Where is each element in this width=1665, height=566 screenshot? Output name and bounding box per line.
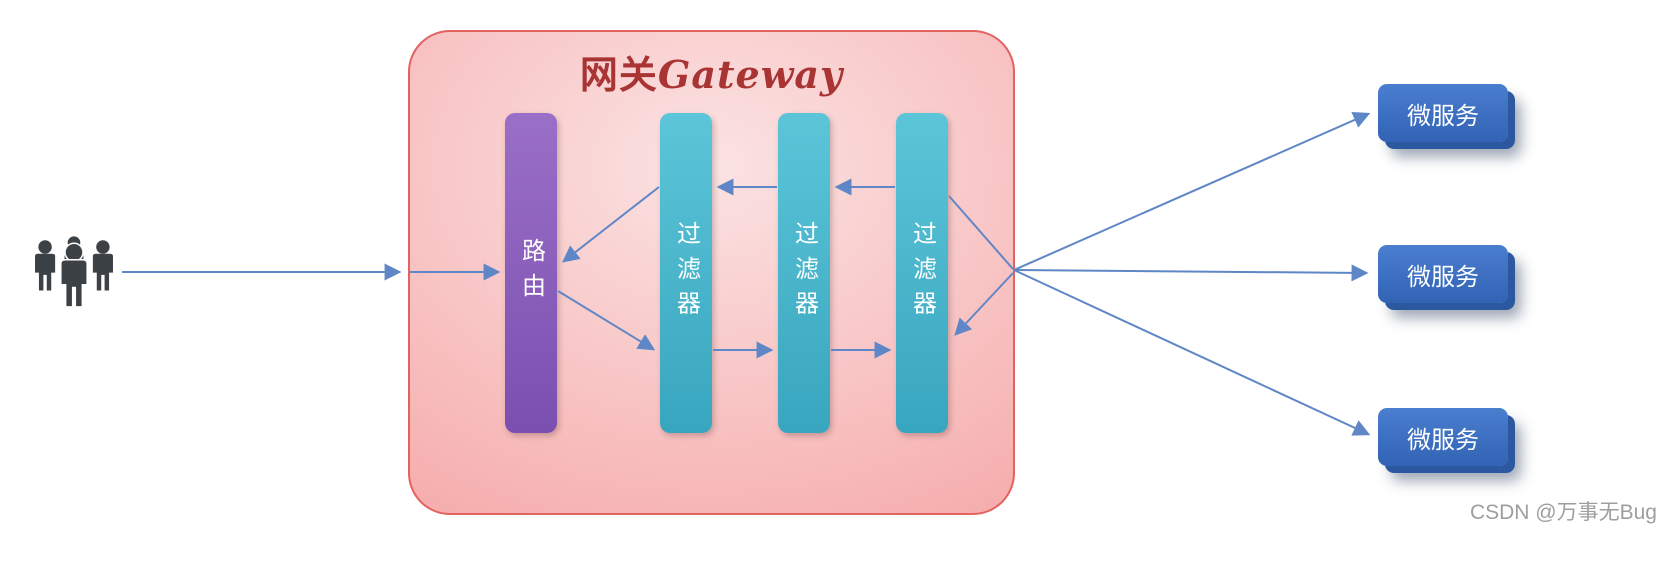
arrow-to-microservice-1 xyxy=(1013,112,1371,271)
route-bar: 路由 xyxy=(505,113,557,433)
microservice-label-3: 微服务 xyxy=(1407,426,1479,454)
microservice-card-3: 微服务 xyxy=(1378,408,1508,466)
microservice-label-2: 微服务 xyxy=(1407,263,1479,291)
filter-bar-1: 过滤器 xyxy=(660,113,712,433)
arrow-to-microservice-2 xyxy=(1013,264,1369,282)
gateway-title-en: Gateway xyxy=(657,52,844,97)
filter-label-3: 过滤器 xyxy=(908,220,936,326)
gateway-title: 网关Gateway xyxy=(408,44,1015,99)
arrow-to-microservice-3 xyxy=(1013,269,1371,436)
watermark: CSDN @万事无Bug xyxy=(1469,501,1657,524)
microservice-label-1: 微服务 xyxy=(1407,102,1479,130)
users-group-icon xyxy=(35,236,113,308)
filter-bar-3: 过滤器 xyxy=(896,113,948,433)
filter-label-1: 过滤器 xyxy=(672,220,700,326)
filter-label-2: 过滤器 xyxy=(790,220,818,326)
gateway-title-zh: 网关 xyxy=(579,55,658,97)
microservice-card-2: 微服务 xyxy=(1378,245,1508,303)
filter-bar-2: 过滤器 xyxy=(778,113,830,433)
route-label: 路由 xyxy=(517,238,545,308)
microservice-card-1: 微服务 xyxy=(1378,84,1508,142)
